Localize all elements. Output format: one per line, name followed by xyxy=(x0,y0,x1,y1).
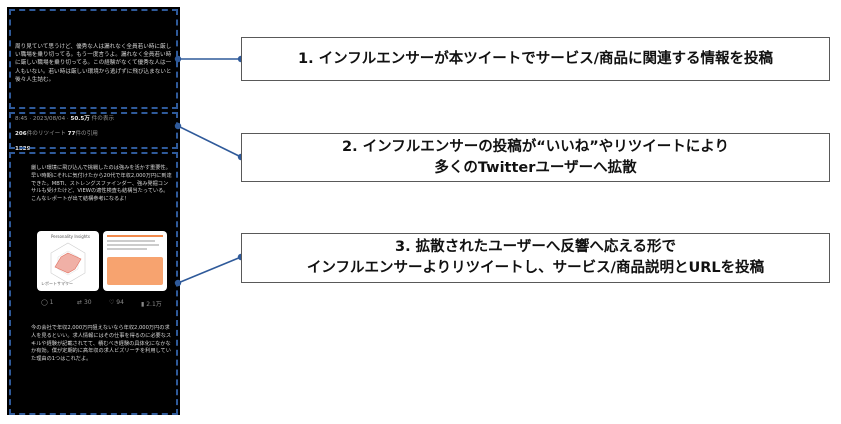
callout-1-line-1: 1. インフルエンサーが本ツイートでサービス/商品に関連する情報を投稿 xyxy=(297,50,773,67)
callout-2-line-1: 2. インフルエンサーの投稿が“いいね”やリツイートにより xyxy=(342,138,729,155)
tweet-main-text: 周り見ていて思うけど、優秀な人は漏れなく全員若い時に厳しい職場を乗り切ってる。も… xyxy=(15,44,172,83)
tweet-timestamp: 8:45 · 2023/08/04 · xyxy=(15,116,69,122)
tweet-quotes-label: 件の引用 xyxy=(75,131,98,137)
tweet-screenshot: 周り見ていて思うけど、優秀な人は漏れなく全員若い時に厳しい職場を乗り切ってる。も… xyxy=(7,7,180,415)
tweet-quotes: 77 xyxy=(67,131,76,137)
like-icon[interactable]: ♡ 94 xyxy=(109,299,124,306)
callout-2-line-2: 多くのTwitterユーザーへ拡散 xyxy=(434,159,637,176)
reply-text-2: 今の会社で年収2,000万円狙えないなら年収2,000万円の求人を見るといい。求… xyxy=(31,325,172,363)
reply-icon[interactable]: ◯ 1 xyxy=(41,299,54,306)
report-radar-label: レポートサマリー xyxy=(41,281,73,286)
callout-3: 3. 拡散されたユーザーへ反響へ応える形で インフルエンサーよりリツイートし、サ… xyxy=(241,233,830,283)
reply-text: 厳しい環境に飛び込んで挑戦したのは強みを活かす重要性。早い時期にそれに気付けたか… xyxy=(31,165,172,203)
tweet-views-label: 件の表示 xyxy=(91,116,115,122)
callout-3-line-1: 3. 拡散されたユーザーへ反響へ応える形で xyxy=(395,239,676,255)
callout-1: 1. インフルエンサーが本ツイートでサービス/商品に関連する情報を投稿 xyxy=(241,37,830,81)
tweet-views: 50.5万 xyxy=(70,116,90,122)
report-card-left: Personality Insights レポートサマリー xyxy=(37,231,99,291)
retweet-icon[interactable]: ⇄ 30 xyxy=(77,299,92,306)
tweet-retweets: 206 xyxy=(15,131,27,137)
report-card-right xyxy=(103,231,167,291)
report-title: Personality Insights xyxy=(51,234,90,239)
callout-3-line-2: インフルエンサーよりリツイートし、サービス/商品説明とURLを投稿 xyxy=(306,260,765,276)
radar-chart-graphic xyxy=(50,242,86,284)
tweet-likes-line: 1829 xyxy=(15,146,31,152)
tweet-likes: 1829 xyxy=(15,146,31,152)
callout-2: 2. インフルエンサーの投稿が“いいね”やリツイートにより 多くのTwitter… xyxy=(241,133,830,182)
tweet-retweets-label: 件のリツイート xyxy=(26,131,66,137)
tweet-meta-line: 8:45 · 2023/08/04 · 50.5万 件の表示 xyxy=(15,114,114,122)
section-2-dashed-box xyxy=(9,112,178,149)
views-icon[interactable]: ▮ 2.1万 xyxy=(141,301,162,308)
tweet-stats-line: 206件のリツイート 77件の引用 xyxy=(15,129,98,137)
